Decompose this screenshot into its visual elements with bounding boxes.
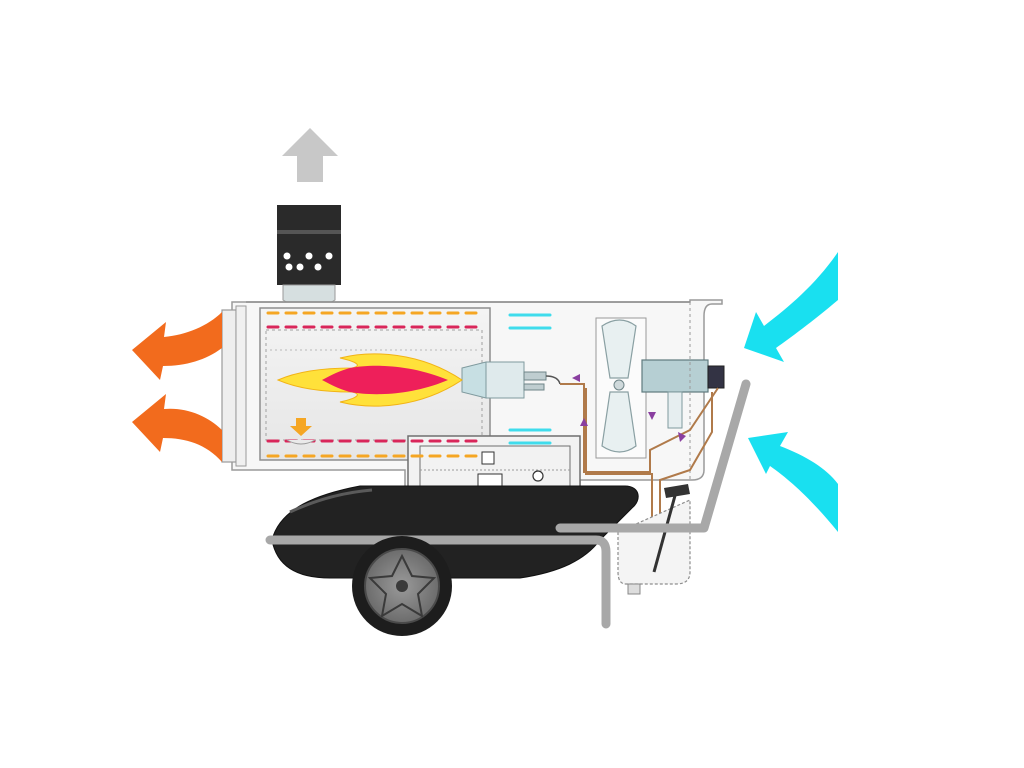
exhaust-arrow-icon — [282, 128, 338, 182]
chimney — [277, 205, 341, 309]
internal-hot-air-flow — [266, 311, 484, 458]
fan-motor — [641, 359, 725, 429]
cold-air-inlet — [744, 252, 838, 532]
heater-housing — [221, 299, 725, 501]
hot-air-arrow-lower-icon — [132, 394, 222, 462]
cold-air-arrow-lower-icon — [748, 432, 838, 532]
burner-flame — [276, 353, 463, 407]
support-frame — [265, 379, 751, 629]
burner-nozzle — [461, 361, 561, 399]
hot-air-arrow-upper-icon — [132, 312, 222, 380]
wheel — [352, 536, 452, 636]
hot-air-outlet — [132, 312, 222, 462]
chimney-vent-holes — [283, 252, 333, 271]
fan-assembly — [595, 317, 647, 459]
fuel-filter-bowl — [617, 484, 691, 595]
cold-air-arrow-upper-icon — [744, 252, 838, 362]
internal-cold-air-flow — [508, 313, 552, 445]
